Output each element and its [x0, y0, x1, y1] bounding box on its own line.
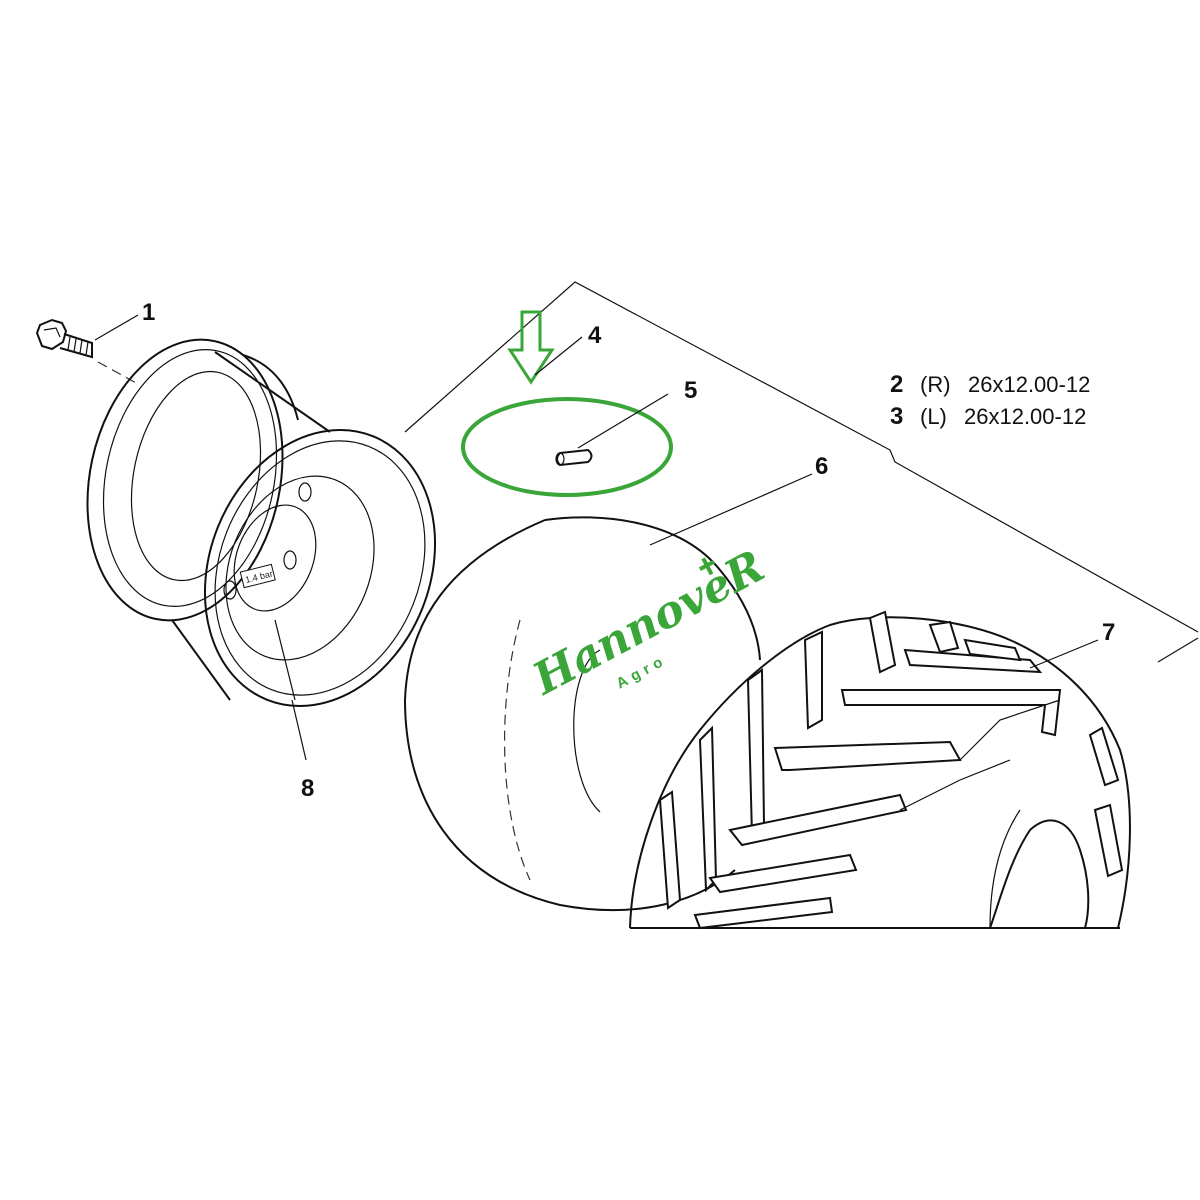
logo-cross-icon [698, 557, 715, 576]
callout-rim: 8 [301, 775, 314, 802]
spec-number: 3 [890, 403, 903, 430]
spec-size: 26x12.00-12 [964, 404, 1086, 429]
tube-part [403, 516, 761, 912]
assembly-bracket [404, 281, 1199, 663]
spec-row-right: 2 (R) 26x12.00-12 [890, 371, 1090, 398]
spec-side: (R) [920, 372, 951, 397]
rim-part: 1.4 bar [86, 338, 437, 707]
valve-part [555, 448, 593, 467]
hannover-agro-logo: HannoveR Agro [523, 541, 773, 706]
tire-part [629, 610, 1131, 930]
callout-tube-assembly: 4 [588, 322, 602, 349]
spec-row-left: 3 (L) 26x12.00-12 [890, 403, 1086, 430]
valve-highlight-ring [461, 397, 673, 497]
spec-size: 26x12.00-12 [968, 372, 1090, 397]
spec-number: 2 [890, 371, 903, 398]
callout-bolt: 1 [142, 299, 155, 326]
down-arrow-icon [507, 310, 555, 385]
callout-tire: 7 [1102, 619, 1115, 646]
spec-side: (L) [920, 404, 947, 429]
callout-valve: 5 [684, 377, 697, 404]
leader-lines [94, 314, 1099, 761]
bolt-part [35, 318, 139, 385]
callout-tube: 6 [815, 453, 828, 480]
logo-main-text: HannoveR [523, 541, 773, 706]
